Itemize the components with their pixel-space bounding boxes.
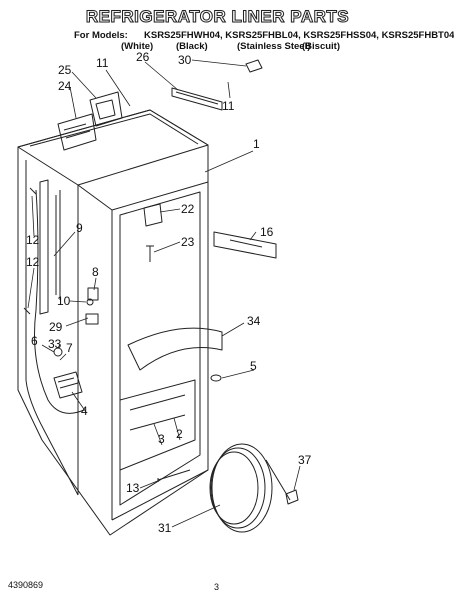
- callout-3: 3: [158, 432, 165, 446]
- callout-24: 24: [58, 79, 72, 93]
- callout-8: 8: [92, 265, 99, 279]
- part-34-deflector: [127, 327, 223, 371]
- callout-10: 10: [57, 294, 71, 308]
- callout-13: 13: [126, 481, 140, 495]
- part-5-grommet: [210, 374, 222, 382]
- models-prefix: For Models:: [74, 30, 128, 41]
- callout-25: 25: [58, 63, 72, 77]
- callout-30: 30: [178, 53, 192, 67]
- part-37-fitting: [285, 489, 299, 505]
- callout-12-b: 12: [26, 255, 40, 269]
- part-26-rail: [171, 87, 223, 111]
- callout-2: 2: [176, 427, 183, 441]
- part-13-screw: [157, 469, 191, 482]
- page-number: 3: [214, 582, 220, 592]
- callout-31: 31: [158, 521, 172, 535]
- part-31-coil-a: [211, 443, 273, 533]
- callout-labels: 1 2 3 4 5 6 7 8 9 10 11 11 12 12 13 16 2…: [26, 50, 312, 535]
- part-12-screw-b: [23, 307, 31, 315]
- callout-11-a: 11: [96, 56, 109, 70]
- callout-6: 6: [31, 334, 38, 348]
- callout-29: 29: [49, 320, 63, 334]
- callout-16: 16: [260, 225, 274, 239]
- color-white: (White): [121, 41, 154, 52]
- part-24-housing: [57, 113, 97, 151]
- document-number: 4390869: [8, 580, 44, 590]
- part-23-screw: [146, 245, 154, 262]
- parts-diagram: 1 2 3 4 5 6 7 8 9 10 11 11 12 12 13 16 2…: [17, 50, 312, 536]
- callout-7: 7: [66, 341, 73, 355]
- part-4-housing: [53, 371, 83, 399]
- callout-22: 22: [181, 202, 195, 216]
- callout-26: 26: [136, 50, 150, 64]
- liner-top: [17, 109, 209, 186]
- callout-9: 9: [76, 221, 83, 235]
- color-stainless: (Stainless Steel): [237, 41, 311, 52]
- part-10-nut: [86, 298, 94, 306]
- callout-1: 1: [253, 137, 260, 151]
- callout-34: 34: [247, 314, 261, 328]
- callout-23: 23: [181, 235, 195, 249]
- part-29-socket: [85, 313, 99, 325]
- callout-11-b: 11: [222, 99, 235, 113]
- part-8-knob: [87, 287, 99, 301]
- color-biscuit: (Biscuit): [302, 41, 340, 52]
- callout-5: 5: [250, 359, 257, 373]
- part-22-bracket: [143, 203, 163, 227]
- callout-12-a: 12: [26, 233, 40, 247]
- callout-37: 37: [298, 453, 312, 467]
- callout-4: 4: [81, 404, 88, 418]
- color-black: (Black): [176, 41, 208, 52]
- part-30-clip: [245, 59, 263, 73]
- part-25-bracket: [89, 91, 123, 127]
- liner-inner: [77, 181, 209, 520]
- part-9-panel: [39, 179, 49, 315]
- models-list: KSRS25FHWH04, KSRS25FHBL04, KSRS25FHSS04…: [144, 30, 454, 41]
- callout-33: 33: [48, 337, 62, 351]
- diagram-title: REFRIGERATOR LINER PARTS: [85, 7, 350, 27]
- part-12-screw-a: [29, 187, 37, 195]
